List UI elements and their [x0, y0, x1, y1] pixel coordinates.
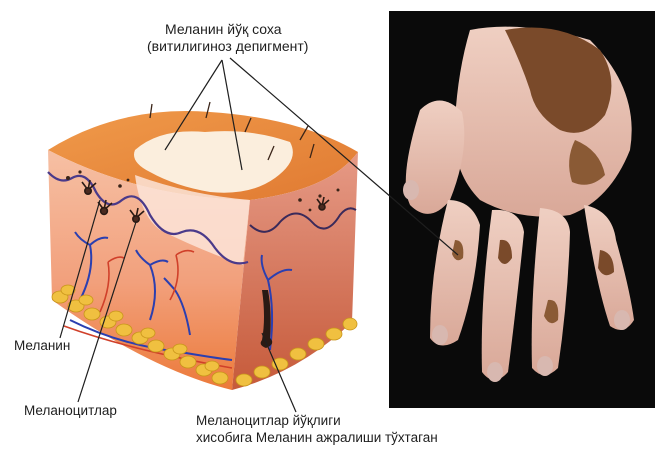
depigmented-area-label-line1: Меланин йўқ соха — [165, 21, 282, 37]
depigmented-area-label-line2: (витилигиноз депигмент) — [147, 38, 308, 54]
caption-line2: хисобига Меланин ажралиши тўхтаган — [196, 430, 438, 446]
melanocytes-label: Меланоцитлар — [24, 403, 117, 419]
vitiligo-hand — [403, 27, 634, 382]
melanin-label: Меланин — [14, 338, 70, 354]
caption-line1: Меланоцитлар йўқлиги — [196, 413, 341, 429]
